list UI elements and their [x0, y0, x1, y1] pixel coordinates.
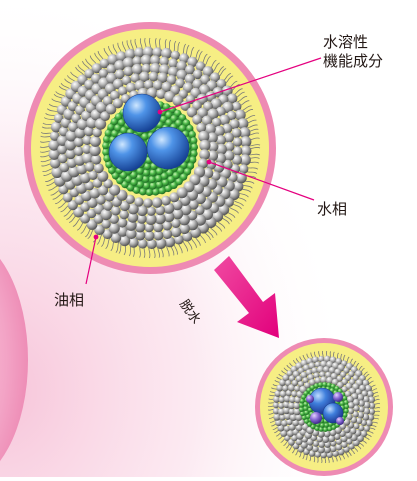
leader-dot-oil	[94, 235, 99, 240]
surfactant-bead	[149, 72, 159, 82]
water-phase-bead	[139, 188, 146, 195]
water-phase-bead	[103, 136, 110, 143]
water-phase-bead	[299, 407, 304, 412]
water-phase-bead	[323, 427, 328, 432]
water-phase-bead	[300, 411, 305, 416]
water-phase-bead	[324, 423, 329, 428]
surfactant-bead	[123, 67, 133, 77]
water-phase-bead	[162, 179, 169, 186]
label-water-soluble-ingredient: 水溶性 機能成分	[323, 33, 383, 71]
water-phase-bead	[303, 402, 308, 407]
surfactant-bead	[119, 210, 129, 220]
water-phase-bead	[143, 169, 150, 176]
water-phase-bead	[340, 401, 345, 406]
water-phase-bead	[102, 149, 109, 156]
water-phase-bead	[319, 427, 324, 432]
surfactant-bead	[74, 146, 84, 156]
water-phase-bead	[156, 168, 163, 175]
soluble-droplet-small	[333, 392, 343, 402]
leader-dot-water	[207, 160, 212, 165]
water-phase-bead	[149, 169, 156, 176]
soluble-droplet	[123, 94, 161, 132]
water-phase-bead	[102, 142, 109, 149]
surfactant-bead	[85, 162, 95, 172]
water-phase-bead	[303, 406, 308, 411]
surfactant-bead	[177, 187, 188, 198]
water-phase-bead	[146, 189, 153, 196]
surfactant-bead	[134, 197, 143, 206]
surfactant-bead	[74, 137, 84, 147]
water-phase-bead	[189, 131, 196, 138]
water-phase-bead	[155, 175, 162, 182]
water-phase-bead	[156, 181, 163, 188]
surfactant-bead	[152, 197, 163, 208]
water-phase-bead	[299, 403, 304, 408]
water-phase-bead	[149, 176, 156, 183]
water-phase-bead	[190, 150, 197, 157]
surfactant-bead	[162, 229, 172, 239]
leader-dot-soluble	[158, 110, 163, 115]
soluble-droplet-small	[310, 412, 322, 424]
label-oil-phase: 油相	[54, 291, 84, 310]
water-phase-bead	[344, 409, 349, 414]
water-phase-bead	[318, 382, 323, 387]
large-capsule	[24, 22, 276, 274]
label-water-soluble-line1: 水溶性	[323, 33, 383, 52]
soluble-droplet	[147, 127, 189, 169]
surfactant-bead	[101, 209, 112, 220]
water-phase-bead	[131, 179, 138, 186]
surfactant-bead	[171, 227, 182, 238]
water-phase-bead	[191, 144, 198, 151]
surfactant-bead	[336, 444, 343, 451]
water-phase-bead	[105, 161, 112, 168]
surfactant-bead	[94, 163, 104, 173]
soluble-droplet-small	[306, 395, 314, 403]
water-phase-bead	[142, 176, 149, 183]
water-phase-bead	[149, 182, 156, 189]
water-phase-bead	[322, 382, 327, 387]
surfactant-bead	[161, 196, 171, 206]
label-water-phase: 水相	[317, 200, 347, 219]
water-phase-bead	[327, 427, 332, 432]
surfactant-bead	[147, 207, 156, 216]
water-phase-bead	[144, 163, 151, 170]
soluble-droplet	[109, 133, 147, 171]
water-phase-bead	[344, 404, 349, 409]
soluble-droplet-small	[336, 417, 344, 425]
surfactant-bead	[111, 206, 121, 216]
water-phase-bead	[190, 137, 197, 144]
surfactant-bead	[199, 149, 210, 160]
water-phase-bead	[327, 383, 332, 388]
surfactant-bead	[348, 408, 354, 414]
surfactant-bead	[239, 164, 248, 173]
surfactant-bead	[90, 136, 101, 147]
water-phase-bead	[143, 182, 150, 189]
surfactant-bead	[143, 198, 153, 208]
label-water-soluble-line2: 機能成分	[323, 52, 383, 71]
surfactant-bead	[233, 146, 242, 155]
water-phase-bead	[320, 423, 325, 428]
small-capsule	[255, 338, 393, 476]
surfactant-bead	[348, 402, 355, 409]
